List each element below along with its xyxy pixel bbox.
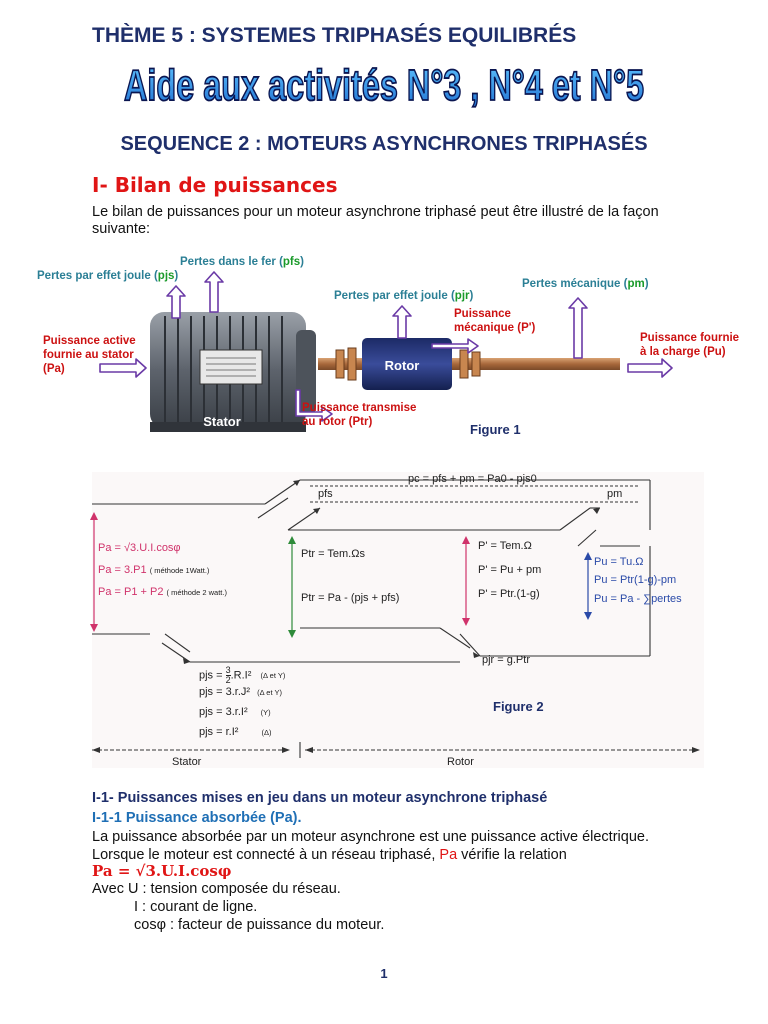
pu-formula-1: Pu = Tu.Ω [594,556,644,568]
page-number: 1 [380,966,388,981]
pprime-formula-3: P' = Ptr.(1-g) [478,588,540,600]
figure-1: Stator Rotor [0,250,768,445]
subsection-subtitle: I-1-1 Puissance absorbée (Pa). [92,810,302,826]
ptr-formula-1: Ptr = Tem.Ωs [301,548,365,560]
pa-arrow [99,358,147,378]
absorbed-power-paragraph: La puissance absorbée par un moteur asyn… [92,829,649,863]
pm-arrow [568,297,588,359]
pfs-arrow [204,271,224,313]
rotor-image: Rotor [362,338,452,390]
pjs-formula-3: pjs = 3.r.I² (Y) [199,706,271,718]
pfs-band-label: pfs [318,488,333,500]
section-heading: I- Bilan de puissances [92,173,338,197]
pprime-formula-1: P' = Tem.Ω [478,540,532,552]
rotor-label: Rotor [385,358,420,373]
figure-2: pc = pfs + pm = Pa0 - pjs0 pfs pm Pa = √… [0,468,768,773]
theme-title: THÈME 5 : SYSTEMES TRIPHASÉS EQUILIBRÉS [92,24,577,47]
pu-formula-3: Pu = Pa - ∑pertes [594,593,682,605]
pjs-label: Pertes par effet joule (pjs) [37,270,179,282]
figure-2-background [92,472,704,768]
pa-formula-3: Pa = P1 + P2 ( méthode 2 watt.) [98,586,227,598]
stator-dimension-label: Stator [172,756,202,768]
pm-label: Pertes mécanique (pm) [522,278,649,290]
pjr-arrow [392,305,412,339]
pc-formula: pc = pfs + pm = Pa0 - pjs0 [408,473,537,485]
rotor-dimension-label: Rotor [447,756,474,768]
pa-formula-2: Pa = 3.P1 ( méthode 1Watt.) [98,564,210,576]
figure-1-caption: Figure 1 [470,422,521,437]
pmech-arrow [431,338,479,354]
pu-arrow [627,358,673,378]
sequence-title: SEQUENCE 2 : MOTEURS ASYNCHRONES TRIPHAS… [120,133,648,155]
intro-paragraph: Le bilan de puissances pour un moteur as… [92,204,659,237]
pjr-label: Pertes par effet joule (pjr) [334,290,474,302]
pprime-formula-2: P' = Pu + pm [478,564,542,576]
ptr-arrow [295,389,333,422]
ptr-formula-2: Ptr = Pa - (pjs + pfs) [301,592,400,604]
figure-2-caption: Figure 2 [493,699,544,714]
pu-formula-2: Pu = Ptr(1-g)-pm [594,574,677,586]
pm-band-label: pm [607,488,623,500]
activities-banner: Aide aux activités N°3 , N°4 et N°5 [0,52,768,116]
formula-definitions: Avec U : tension composée du réseau. I :… [92,881,385,933]
pa-formula-1: Pa = √3.U.I.cosφ [98,542,181,554]
absorbed-power-formula: Pa = √3.U.I.cosφ [92,862,232,880]
subsection-title: I-1- Puissances mises en jeu dans un mot… [92,790,548,806]
pfs-label: Pertes dans le fer (pfs) [180,256,304,268]
pjs-arrow [166,285,186,319]
pjs-formula-2: pjs = 3.r.J² (Δ et Y) [199,686,282,698]
pjr-formula: pjr = g.Ptr [482,654,530,666]
stator-label: Stator [203,414,241,429]
banner-text: Aide aux activités N°3 , N°4 et N°5 [124,61,644,110]
stator-motor-image: Stator [150,312,316,432]
pjs-formula-4: pjs = r.I² (Δ) [199,726,272,738]
